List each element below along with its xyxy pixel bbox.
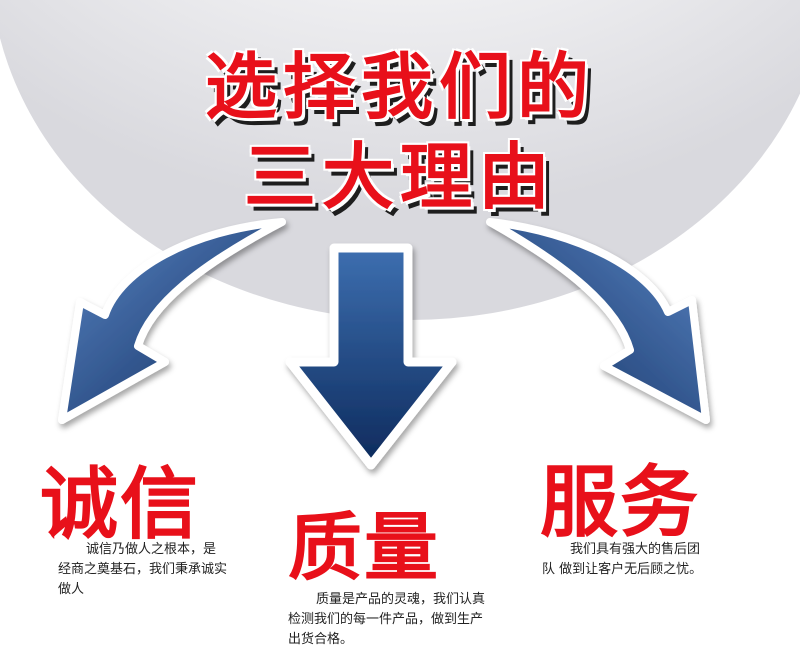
arrow-down-icon xyxy=(285,243,457,470)
reason-description-integrity: 诚信乃做人之根本，是经商之奠基石，我们秉承诚实做人 xyxy=(58,542,228,597)
arrow-right-icon xyxy=(486,218,710,424)
reason-title-service: 服务 xyxy=(540,458,701,548)
page-title-line2: 三大理由 xyxy=(243,135,556,219)
reason-description-quality: 质量是产品的灵魂，我们认真检测我们的每一件产品，做到生产出货合格。 xyxy=(288,592,486,647)
reason-description-service: 我们具有强大的售后团队 做到让客户无后顾之忧。 xyxy=(542,542,703,577)
page-title-line1: 选择我们的 xyxy=(204,45,595,129)
arrow-left-icon xyxy=(58,218,286,424)
reason-title-integrity: 诚信 xyxy=(40,460,201,550)
reason-title-quality: 质量 xyxy=(288,505,440,591)
